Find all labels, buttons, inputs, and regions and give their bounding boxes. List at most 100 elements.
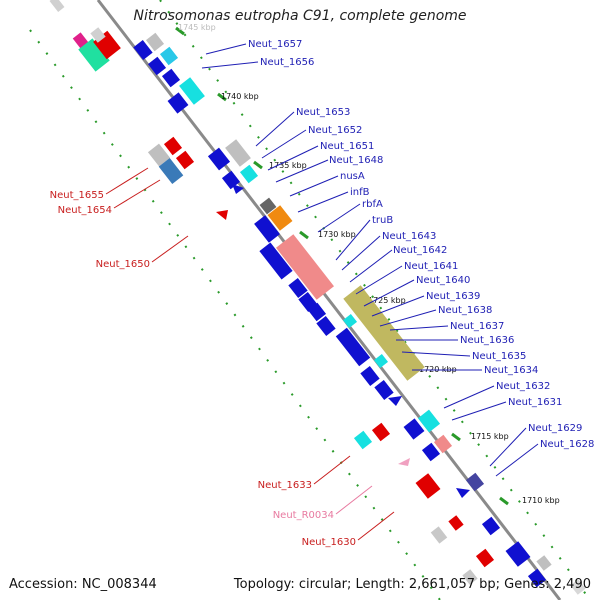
gene-label[interactable]: Neut_1650 — [96, 259, 150, 270]
left-labels: Neut_1655 Neut_1654 Neut_1650 Neut_1633 … — [50, 190, 356, 548]
scale-label: 1710 kbp — [522, 496, 560, 505]
gene-feature[interactable] — [159, 46, 179, 66]
gene-feature[interactable] — [221, 170, 241, 190]
gene-feature[interactable] — [147, 56, 167, 76]
gene-arrow[interactable] — [456, 488, 470, 498]
gene-label[interactable]: Neut_1640 — [416, 275, 470, 286]
gene-label[interactable]: Neut_1655 — [50, 190, 104, 201]
gene-feature[interactable] — [403, 418, 425, 440]
gene-feature[interactable] — [254, 215, 280, 243]
gene-feature[interactable] — [373, 353, 389, 369]
gene-feature[interactable] — [207, 147, 231, 171]
gene-feature[interactable] — [259, 197, 277, 215]
genome-summary: Topology: circular; Length: 2,661,057 bp… — [233, 577, 591, 592]
gene-feature[interactable] — [316, 316, 336, 336]
gene-feature[interactable] — [133, 40, 153, 60]
gene-label[interactable]: rbfA — [362, 199, 383, 210]
gene-label[interactable]: Neut_1635 — [472, 351, 526, 362]
scale-label: 1730 kbp — [318, 230, 356, 239]
gene-label[interactable]: Neut_1641 — [404, 261, 458, 272]
gene-label[interactable]: Neut_1630 — [302, 537, 356, 548]
right-leader-lines — [201, 43, 539, 477]
gene-feature[interactable] — [374, 380, 394, 400]
accession-label: Accession: NC_008344 — [9, 577, 157, 592]
gene-feature[interactable] — [175, 150, 195, 170]
gene-label[interactable]: Neut_1628 — [540, 439, 594, 450]
reverse-strand-features — [49, 0, 495, 585]
gene-arrow[interactable] — [388, 396, 402, 406]
gene-feature[interactable] — [90, 27, 106, 43]
gene-feature[interactable] — [421, 442, 441, 462]
gene-feature[interactable] — [335, 327, 371, 367]
gene-feature[interactable] — [527, 568, 547, 588]
gene-label[interactable]: Neut_1643 — [382, 231, 436, 242]
gene-feature[interactable] — [505, 541, 531, 567]
right-labels: Neut_1657 Neut_1656 Neut_1653 Neut_1652 … — [248, 39, 594, 450]
gene-feature[interactable] — [225, 139, 251, 167]
gene-feature[interactable] — [276, 234, 334, 300]
gene-feature[interactable] — [371, 422, 391, 442]
gene-label[interactable]: Neut_1638 — [438, 305, 492, 316]
gene-label[interactable]: Neut_1653 — [296, 107, 350, 118]
gene-feature[interactable] — [430, 526, 448, 544]
gene-feature[interactable] — [536, 555, 552, 571]
forward-strand-features — [133, 32, 586, 595]
gene-feature[interactable] — [475, 548, 495, 568]
gene-arrow[interactable] — [216, 210, 228, 220]
left-leader-lines — [105, 167, 395, 541]
gene-feature[interactable] — [147, 143, 171, 167]
gene-label[interactable]: Neut_1651 — [320, 141, 374, 152]
gene-feature[interactable] — [465, 472, 485, 492]
gene-feature[interactable] — [343, 285, 425, 381]
gene-feature[interactable] — [167, 92, 189, 114]
gene-label[interactable]: Neut_1637 — [450, 321, 504, 332]
gene-feature[interactable] — [145, 32, 165, 52]
gene-label[interactable]: Neut_1629 — [528, 423, 582, 434]
gene-label[interactable]: Neut_1633 — [258, 480, 312, 491]
gene-feature[interactable] — [360, 366, 380, 386]
gene-feature[interactable] — [78, 38, 110, 72]
gene-label[interactable]: nusA — [340, 171, 365, 182]
gene-feature[interactable] — [288, 278, 308, 298]
guide-line-left — [29, 29, 441, 600]
scale-label: 1745 kbp — [178, 23, 216, 32]
gene-feature[interactable] — [163, 136, 183, 156]
gene-feature[interactable] — [342, 313, 358, 329]
gene-feature[interactable] — [415, 473, 441, 499]
gene-label[interactable]: Neut_1631 — [508, 397, 562, 408]
gene-feature[interactable] — [161, 68, 181, 88]
gene-label[interactable]: Neut_1657 — [248, 39, 302, 50]
gene-label[interactable]: Neut_1656 — [260, 57, 314, 68]
gene-label[interactable]: Neut_1634 — [484, 365, 538, 376]
gene-feature[interactable] — [353, 430, 373, 450]
gene-feature[interactable] — [433, 434, 453, 454]
gene-label[interactable]: infB — [350, 187, 370, 198]
gene-arrow[interactable] — [232, 184, 244, 194]
gene-feature[interactable] — [267, 205, 293, 231]
scale-label: 1715 kbp — [471, 432, 509, 441]
gene-feature[interactable] — [179, 77, 205, 105]
gene-label[interactable]: Neut_1648 — [329, 155, 383, 166]
gene-label[interactable]: Neut_1654 — [58, 205, 112, 216]
gene-feature[interactable] — [417, 409, 441, 433]
gene-arrow[interactable] — [398, 458, 410, 466]
gene-label[interactable]: Neut_R0034 — [273, 510, 334, 521]
scale-label: 1740 kbp — [221, 92, 259, 101]
gene-feature[interactable] — [158, 158, 184, 184]
gene-feature[interactable] — [448, 515, 464, 531]
gene-feature[interactable] — [307, 302, 327, 322]
gene-feature[interactable] — [481, 516, 501, 536]
gene-label[interactable]: Neut_1632 — [496, 381, 550, 392]
gene-feature[interactable] — [239, 164, 259, 184]
gene-label[interactable]: Neut_1642 — [393, 245, 447, 256]
gene-label[interactable]: Neut_1636 — [460, 335, 514, 346]
gene-label[interactable]: Neut_1639 — [426, 291, 480, 302]
gene-label[interactable]: truB — [372, 215, 393, 226]
gene-feature[interactable] — [259, 242, 293, 280]
gene-feature[interactable] — [462, 569, 478, 585]
gene-feature[interactable] — [49, 0, 65, 12]
gene-label[interactable]: Neut_1652 — [308, 125, 362, 136]
gene-feature[interactable] — [570, 579, 586, 595]
